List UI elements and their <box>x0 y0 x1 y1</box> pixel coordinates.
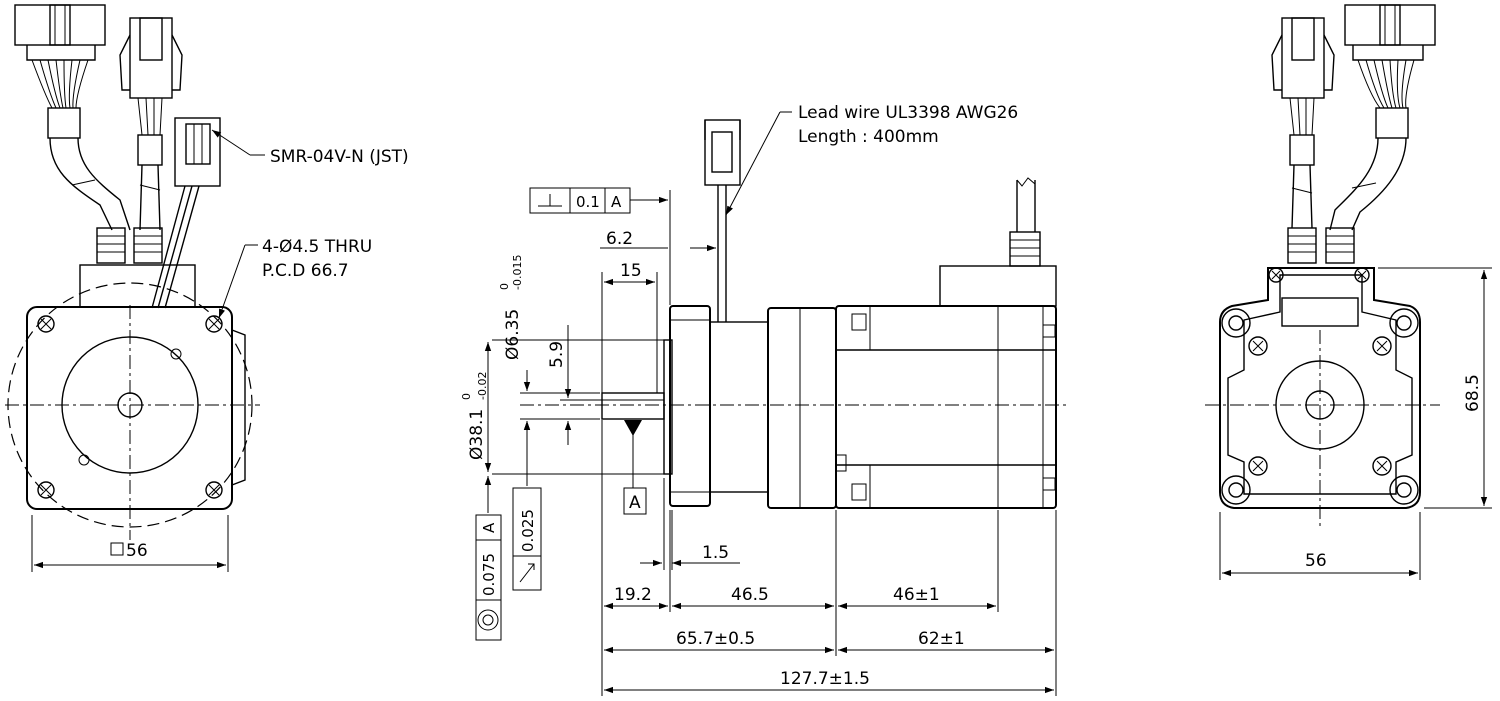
concentricity-frame: A 0.075 <box>475 476 502 641</box>
circular-runout-symbol-icon <box>519 563 535 583</box>
dim-65-7: 65.7±0.5 <box>676 629 755 649</box>
holes-label-2: P.C.D 66.7 <box>262 261 349 281</box>
dim-1-5: 1.5 <box>702 543 729 563</box>
lead-wire-label-1: Lead wire UL3398 AWG26 <box>798 103 1018 123</box>
side-body-front <box>709 321 769 493</box>
lead-wire-label-2: Length : 400mm <box>798 127 939 147</box>
runout-value: 0.025 <box>519 509 537 552</box>
perp-datum: A <box>611 193 622 211</box>
concentricity-symbol-icon <box>477 609 499 631</box>
jst-connector <box>151 117 221 309</box>
pilot-tol-upper: 0 <box>460 393 473 400</box>
front-cable-boots <box>96 227 163 264</box>
rear-cable-boots <box>1287 227 1355 264</box>
front-connector-large <box>14 4 131 231</box>
perpendicularity-symbol-icon <box>538 194 562 207</box>
dim-19-2: 19.2 <box>614 585 652 605</box>
side-view: Lead wire UL3398 AWG26 Length : 400mm <box>460 103 1070 696</box>
side-motor-body <box>835 305 1057 509</box>
rear-height-dim: 68.5 <box>1463 374 1483 412</box>
front-corner-screws <box>37 315 223 499</box>
perpendicularity-frame: 0.1 A <box>529 187 668 214</box>
dim-46-5: 46.5 <box>731 585 769 605</box>
front-view: 56 SMR-04V-N (JST) 4-Ø4.5 THRU P.C.D 66.… <box>5 4 409 572</box>
rear-width-dim: 56 <box>1305 551 1327 571</box>
dim-5-9: 5.9 <box>547 341 567 368</box>
rear-view: 56 68.5 <box>1205 4 1492 580</box>
dim-62: 62±1 <box>918 629 965 649</box>
rear-corner-bosses <box>1221 308 1419 505</box>
front-connector-small <box>119 17 183 231</box>
conc-value: 0.075 <box>480 553 498 596</box>
dim-46: 46±1 <box>893 585 940 605</box>
datum-a-label: A <box>629 493 641 513</box>
shaft-tol-upper: 0 <box>498 283 511 290</box>
shaft-dia: Ø6.35 <box>503 309 523 360</box>
lead-wire-connector <box>704 119 741 322</box>
pilot-tol-lower: -0.02 <box>476 372 489 400</box>
dim-6-2: 6.2 <box>606 229 633 249</box>
holes-label-1: 4-Ø4.5 THRU <box>262 237 372 257</box>
square-symbol-icon <box>110 542 124 556</box>
side-rear-flange <box>767 307 837 509</box>
rear-connector-large <box>1329 4 1436 231</box>
motor-shaft <box>601 392 665 420</box>
dim-127-7: 127.7±1.5 <box>780 669 870 689</box>
front-width-dim: 56 <box>126 541 148 561</box>
runout-frame: 0.025 <box>512 421 542 591</box>
conc-datum: A <box>480 522 498 533</box>
front-top-tab <box>79 264 196 308</box>
shaft-tol-lower: -0.015 <box>511 255 524 290</box>
dim-15: 15 <box>620 261 642 281</box>
perp-value: 0.1 <box>576 193 600 211</box>
side-top-box <box>939 265 1057 307</box>
pilot-dia: Ø38.1 <box>467 409 487 460</box>
rear-connector-small <box>1271 17 1335 229</box>
connector-label: SMR-04V-N (JST) <box>270 147 409 167</box>
rear-housing <box>1219 267 1421 509</box>
rear-label-plate <box>1281 297 1359 327</box>
side-flange <box>669 305 711 507</box>
